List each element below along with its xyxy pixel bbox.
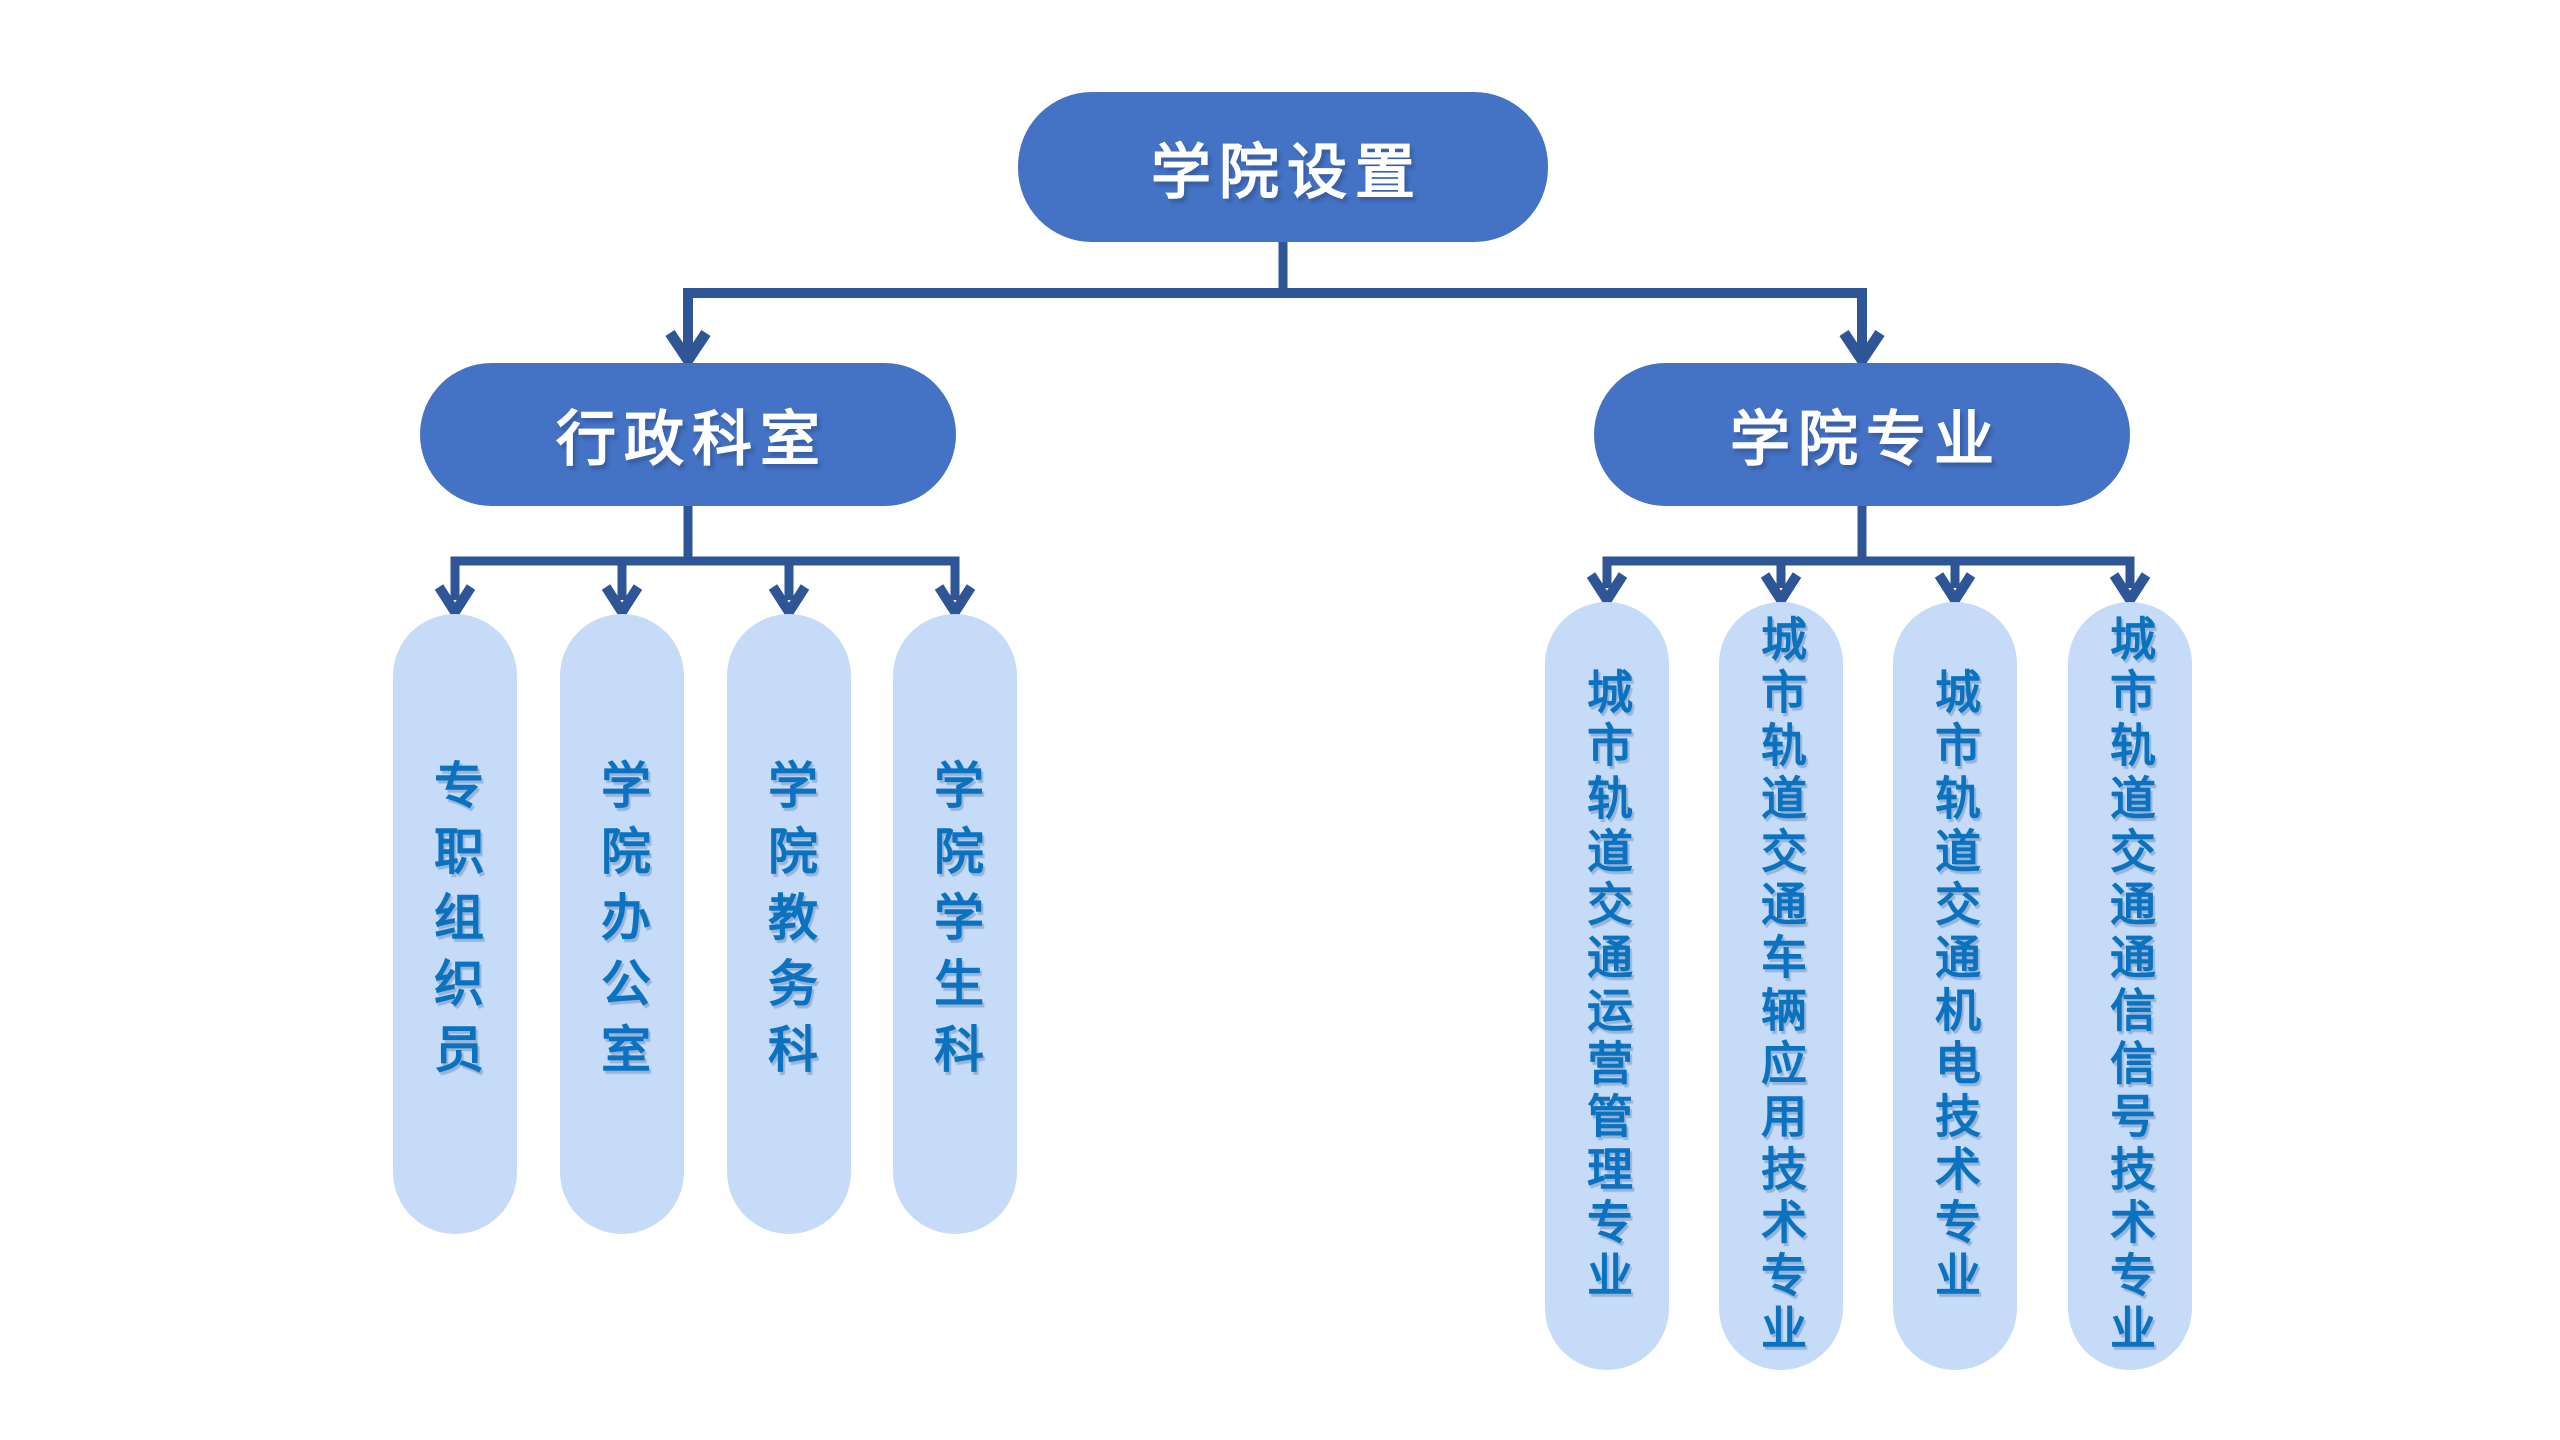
node-group-admin: 行政科室	[420, 363, 956, 506]
connector-right-rail	[1602, 556, 2135, 588]
arrowhead-right-3	[1934, 572, 1976, 610]
node-root: 学院设置	[1018, 92, 1548, 242]
arrowhead-left-3	[768, 584, 810, 622]
node-group-majors: 学院专业	[1594, 363, 2130, 506]
leaf-major-3: 城市轨道交通机电技术专业	[1893, 602, 2017, 1370]
leaf-admin-1-label: 专职组织员	[427, 759, 483, 1089]
leaf-major-2: 城市轨道交通车辆应用技术专业	[1719, 602, 1843, 1370]
connector-level1-rail	[683, 288, 1867, 352]
leaf-admin-2-label: 学院办公室	[594, 759, 650, 1089]
connector-left-rail	[450, 556, 960, 600]
leaf-major-3-label: 城市轨道交通机电技术专业	[1929, 668, 1981, 1304]
arrowhead-left-1	[434, 584, 476, 622]
arrowhead-right-2	[1760, 572, 1802, 610]
leaf-admin-3: 学院教务科	[727, 614, 851, 1234]
leaf-major-1-label: 城市轨道交通运营管理专业	[1581, 668, 1633, 1304]
node-group-admin-label: 行政科室	[556, 406, 828, 473]
leaf-major-1: 城市轨道交通运营管理专业	[1545, 602, 1669, 1370]
arrowhead-left-4	[934, 584, 976, 622]
leaf-admin-3-label: 学院教务科	[761, 759, 817, 1089]
leaf-major-4-label: 城市轨道交通通信信号技术专业	[2104, 615, 2156, 1357]
leaf-admin-4: 学院学生科	[893, 614, 1017, 1234]
arrowhead-group-left	[665, 329, 711, 370]
leaf-major-4: 城市轨道交通通信信号技术专业	[2068, 602, 2192, 1370]
node-group-majors-label: 学院专业	[1730, 406, 2002, 473]
arrowhead-right-4	[2109, 572, 2151, 610]
arrowhead-left-2	[601, 584, 643, 622]
leaf-major-2-label: 城市轨道交通车辆应用技术专业	[1755, 615, 1807, 1357]
node-root-label: 学院设置	[1151, 138, 1423, 206]
arrowhead-group-right	[1839, 329, 1885, 370]
leaf-admin-4-label: 学院学生科	[927, 759, 983, 1089]
arrowhead-right-1	[1586, 572, 1628, 610]
leaf-admin-2: 学院办公室	[560, 614, 684, 1234]
leaf-admin-1: 专职组织员	[393, 614, 517, 1234]
